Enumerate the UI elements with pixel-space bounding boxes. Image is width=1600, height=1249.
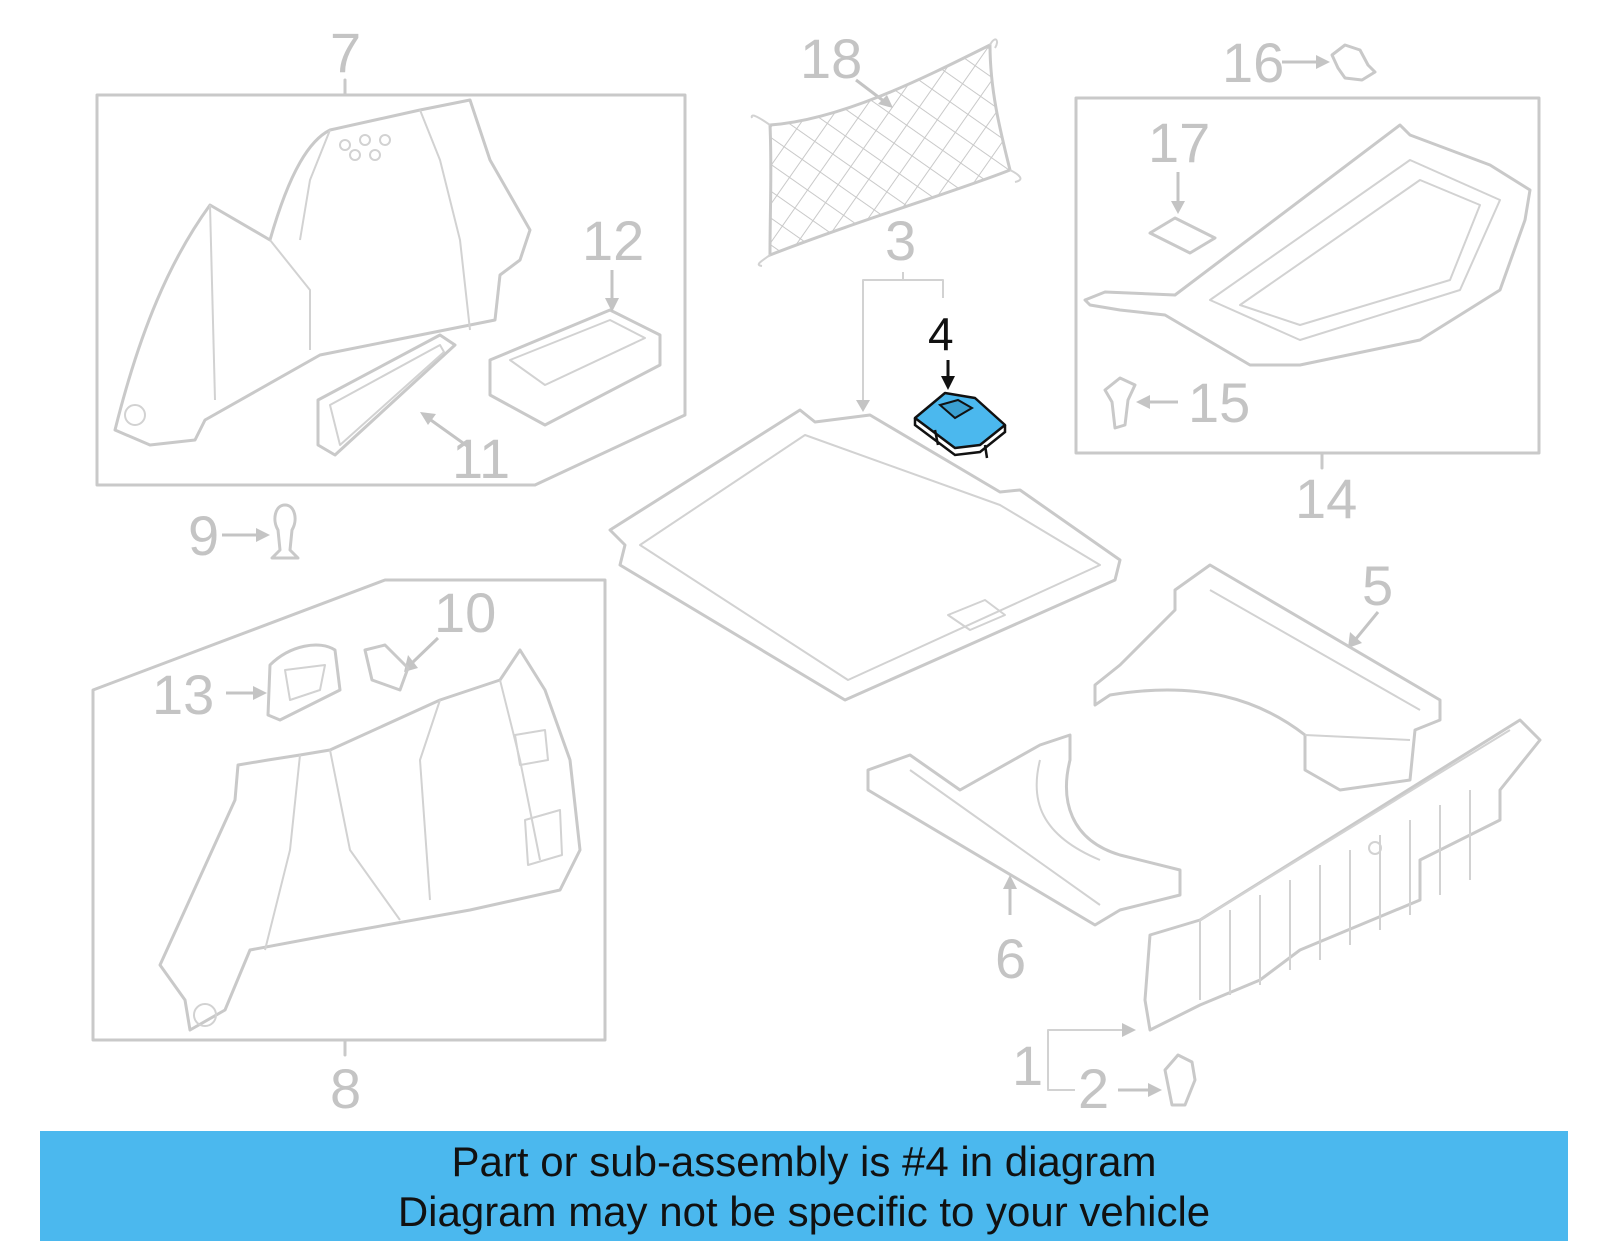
part-10-cap: 10 [363,581,496,692]
group-callout-3: 3 [856,209,944,412]
part-cargo-cover [1083,123,1532,367]
group-callout-1-2: 1 2 [1012,1023,1197,1120]
part-quarter-trim-left-lower [158,648,582,1032]
callout-16: 16 [1222,31,1284,94]
part-17-pad: 17 [1148,111,1217,255]
part-6-panel: 6 [866,733,1182,990]
callout-6: 6 [995,927,1026,990]
part-13-cover: 13 [152,643,342,726]
callout-15: 15 [1188,371,1250,434]
part-9-clip: 9 [188,503,300,567]
callout-9: 9 [188,504,219,567]
group-box-7: 7 [95,21,687,487]
callout-3: 3 [885,209,916,272]
callout-1: 1 [1012,1034,1043,1097]
part-1-sill-plate [1143,718,1542,1032]
callout-2: 2 [1078,1057,1109,1120]
part-quarter-trim-left-upper [113,98,532,447]
banner-line-2: Diagram may not be specific to your vehi… [397,1188,1211,1235]
callout-5: 5 [1362,554,1393,617]
part-5-panel: 5 [1093,554,1442,792]
callout-14: 14 [1295,467,1357,530]
part-4-highlighted[interactable]: 4 [913,308,1007,459]
part-cargo-floor-mat [608,408,1122,702]
callout-18: 18 [800,27,862,90]
callout-8: 8 [330,1057,361,1120]
info-banner: Part or sub-assembly is #4 in diagram Di… [40,1131,1568,1241]
callout-10: 10 [434,581,496,644]
part-12-tray: 12 [488,209,662,427]
part-15-clip: 15 [1103,371,1250,434]
part-18-cargo-net: 18 [750,27,1022,267]
part-16-clip: 16 [1222,31,1377,94]
callout-7: 7 [330,21,361,84]
callout-17: 17 [1148,111,1210,174]
part-11-panel: 11 [316,333,510,490]
callout-13: 13 [152,663,214,726]
banner-line-1: Part or sub-assembly is #4 in diagram [451,1138,1157,1185]
group-box-14: 14 [1074,96,1541,530]
callout-4: 4 [928,308,954,360]
callout-11: 11 [452,427,510,490]
callout-12: 12 [582,209,644,272]
group-box-8: 8 [91,578,607,1120]
